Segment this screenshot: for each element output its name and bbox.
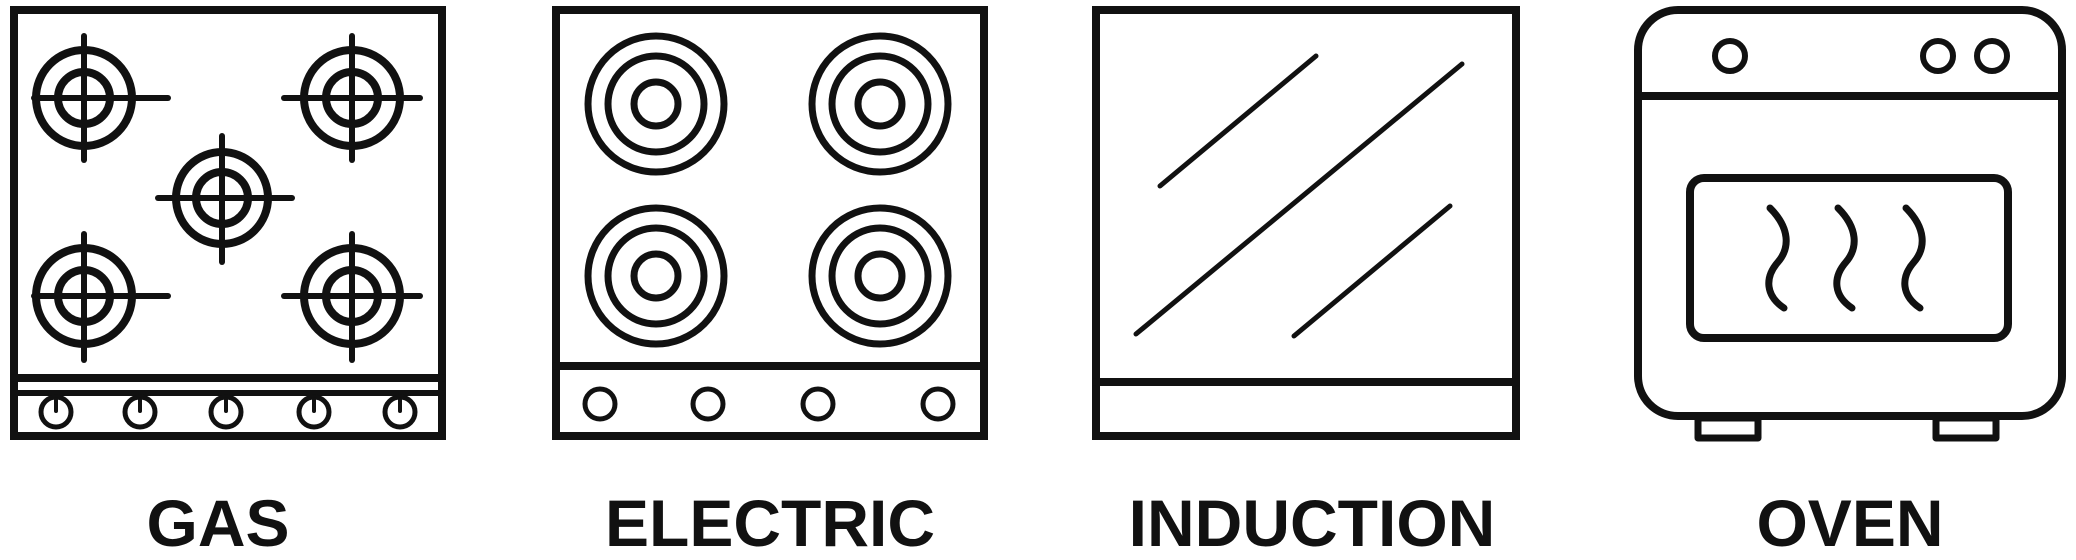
gas-stove-frame xyxy=(10,6,446,440)
induction-stove-frame xyxy=(1092,6,1520,440)
gas-stove-icon xyxy=(10,6,446,440)
induction-stove-icon xyxy=(1092,6,1520,440)
gas-knob-icon xyxy=(38,394,74,430)
gas-burner-icon xyxy=(155,133,295,265)
electric-burner-icon xyxy=(808,204,952,348)
gas-label: GAS xyxy=(146,486,289,560)
oven-icon xyxy=(1634,6,2066,442)
gas-burner-icon xyxy=(31,33,171,163)
heat-wave-icon xyxy=(1765,204,1790,312)
oven-label: OVEN xyxy=(1756,486,1943,560)
gas-knob-icon xyxy=(208,394,244,430)
gas-burner-icon xyxy=(31,231,171,363)
oven-foot xyxy=(1694,414,1762,442)
electric-knob-icon xyxy=(582,386,618,422)
glass-reflection-line xyxy=(1133,61,1465,337)
electric-burner-icon xyxy=(584,32,728,176)
glass-reflection-line xyxy=(1291,203,1453,339)
heat-wave-icon xyxy=(1901,204,1926,312)
gas-knob-icon xyxy=(122,394,158,430)
electric-label: ELECTRIC xyxy=(605,486,935,560)
electric-knob-icon xyxy=(690,386,726,422)
gas-knob-icon xyxy=(296,394,332,430)
gas-burner-icon xyxy=(281,33,423,163)
electric-burner-icon xyxy=(808,32,952,176)
induction-label: INDUCTION xyxy=(1129,486,1496,560)
electric-burner-icon xyxy=(584,204,728,348)
oven-foot xyxy=(1932,414,2000,442)
oven-knob-icon xyxy=(1920,38,1956,74)
gas-burner-icon xyxy=(281,231,423,363)
gas-knob-icon xyxy=(382,394,418,430)
electric-stove-icon xyxy=(552,6,988,440)
electric-stove-frame xyxy=(552,6,988,440)
oven-knob-icon xyxy=(1712,38,1748,74)
glass-reflection-line xyxy=(1157,53,1319,189)
oven-knob-icon xyxy=(1974,38,2010,74)
oven-body xyxy=(1634,6,2066,420)
electric-knob-icon xyxy=(920,386,956,422)
heat-wave-icon xyxy=(1833,204,1858,312)
electric-knob-icon xyxy=(800,386,836,422)
oven-window xyxy=(1686,174,2012,342)
